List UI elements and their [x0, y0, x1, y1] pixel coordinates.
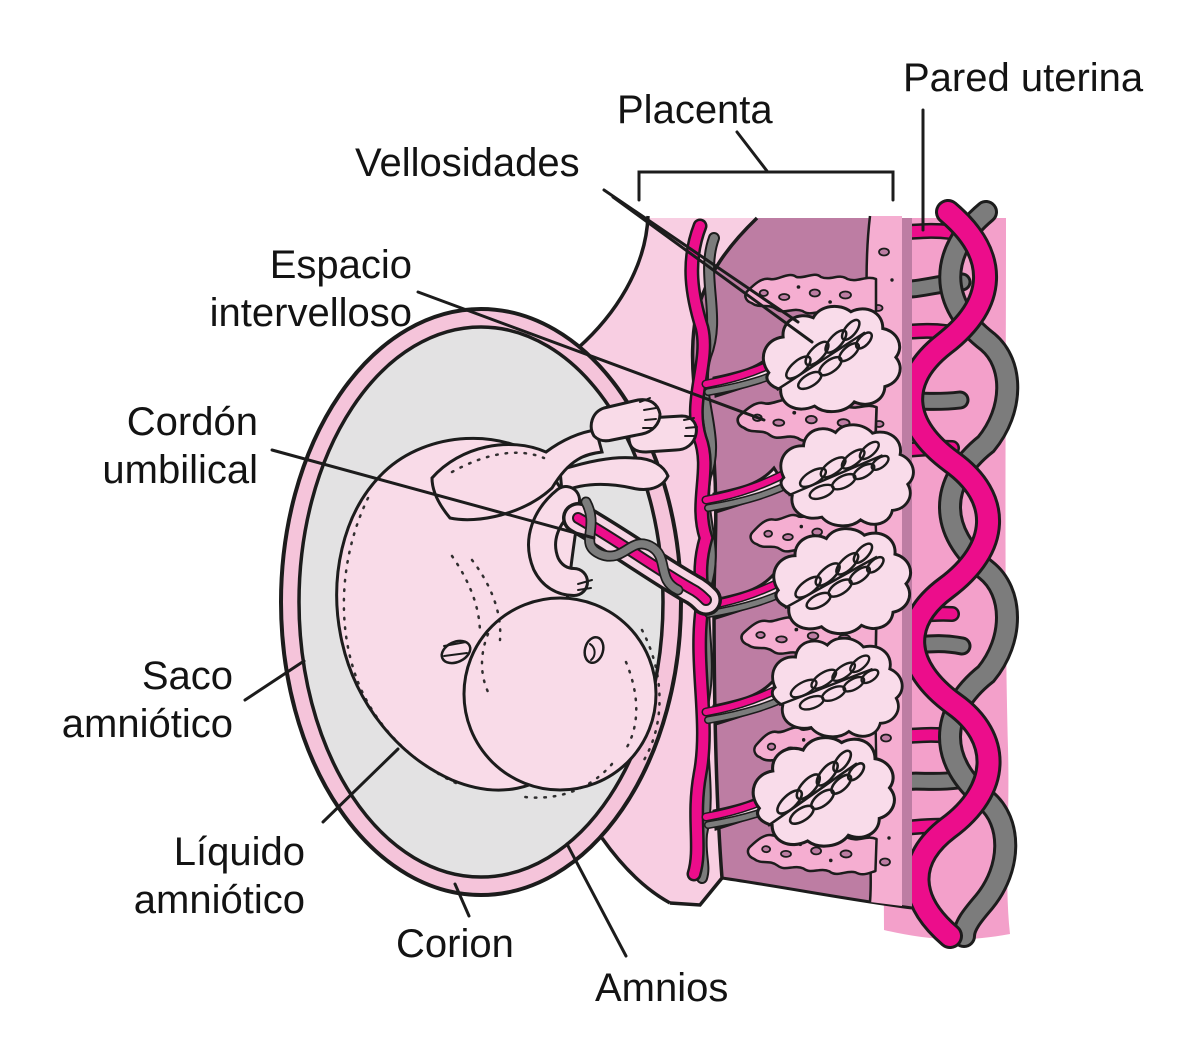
- label-cordon-line1: Cordón: [126, 400, 258, 444]
- leader-lines: [243, 108, 925, 958]
- fetus-near-foot: [589, 398, 662, 443]
- fetus-head: [462, 596, 658, 792]
- label-corion: Corion: [396, 922, 514, 966]
- fetus-hand: [440, 639, 472, 665]
- villous-trees: [701, 298, 918, 857]
- fetus-near-leg: [430, 428, 604, 522]
- leader-espacio-intervelloso: [416, 290, 766, 422]
- label-saco-line1: Saco: [141, 654, 233, 698]
- leader-vellosidades-2: [611, 195, 814, 344]
- leader-saco-amniotico: [243, 659, 306, 702]
- label-cordon-umbilical: Cordón umbilical: [70, 398, 258, 494]
- leader-vellosidades-1: [602, 188, 800, 324]
- label-vellosidades: Vellosidades: [355, 141, 580, 185]
- fetus: [335, 397, 698, 799]
- fetus-far-leg: [558, 456, 670, 495]
- label-saco-line2: amniótico: [61, 702, 233, 746]
- label-liquido-amniotico: Líquido amniótico: [90, 828, 305, 924]
- label-liquido-line2: amniótico: [133, 878, 305, 922]
- leader-liquido-amniotico: [321, 747, 400, 824]
- label-espacio-line1: Espacio: [269, 243, 412, 287]
- leader-amnios: [565, 842, 628, 958]
- leader-corion: [453, 882, 471, 918]
- umbilical-cord: [562, 496, 722, 616]
- leader-placenta: [735, 130, 769, 173]
- fetus-stipple-shading: [342, 451, 661, 799]
- label-liquido-line1: Líquido: [173, 830, 305, 874]
- label-espacio-line2: intervelloso: [209, 291, 412, 335]
- placenta-bracket: [637, 170, 895, 202]
- label-cordon-line2: umbilical: [102, 448, 258, 492]
- chorionic-vessels: [684, 218, 720, 884]
- uterine-vessel-braid: [898, 199, 1020, 949]
- label-espacio-intervelloso: Espacio intervelloso: [160, 241, 412, 337]
- label-pared-uterina: Pared uterina: [903, 56, 1144, 100]
- label-saco-amniotico: Saco amniótico: [20, 652, 233, 748]
- label-placenta: Placenta: [617, 88, 773, 132]
- label-amnios: Amnios: [595, 966, 729, 1010]
- leader-cordon-umbilical: [270, 448, 596, 540]
